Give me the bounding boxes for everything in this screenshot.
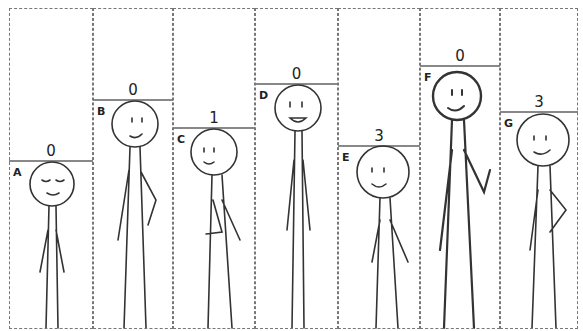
figure-letter: B xyxy=(97,105,105,118)
figure-letter: D xyxy=(259,89,268,102)
count-number: 0 xyxy=(256,65,337,83)
head-lines xyxy=(9,66,578,161)
figure-column: 0A xyxy=(9,8,93,329)
figure-column: 0F xyxy=(420,8,500,329)
figure-column: 3G xyxy=(500,8,578,329)
count-number: 1 xyxy=(174,109,254,127)
figure-column: 3E xyxy=(338,8,420,329)
count-number: 0 xyxy=(421,47,499,65)
figure-column: 0B xyxy=(93,8,173,329)
figure-letter: F xyxy=(424,71,432,84)
count-number: 0 xyxy=(94,81,172,99)
figure-letter: G xyxy=(504,117,513,130)
figure-letter: A xyxy=(13,166,22,179)
count-number: 3 xyxy=(501,93,577,111)
count-number: 0 xyxy=(10,142,92,160)
figure-column: 0D xyxy=(255,8,338,329)
figure-letter: C xyxy=(177,133,185,146)
figure-letter: E xyxy=(342,151,350,164)
count-number: 3 xyxy=(339,127,419,145)
figures xyxy=(30,72,569,328)
figure-column: 1C xyxy=(173,8,255,329)
